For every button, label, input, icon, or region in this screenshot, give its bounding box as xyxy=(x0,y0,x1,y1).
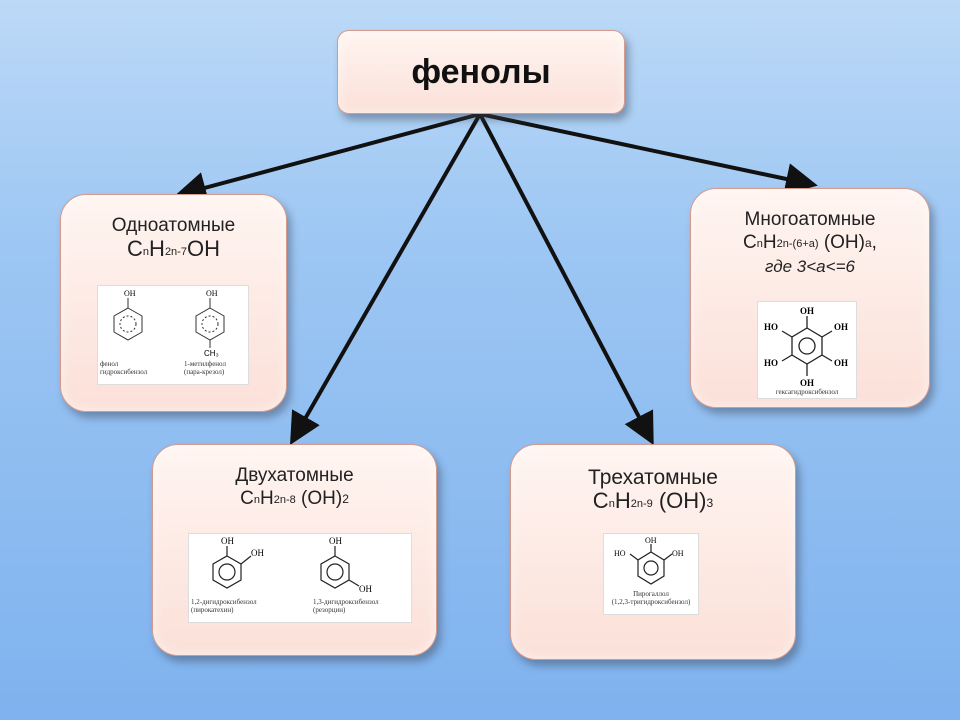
arrow-to-triatomic xyxy=(478,113,654,446)
group-label: OH xyxy=(645,536,657,545)
node-polyatomic: Многоатомные CnH2n-(6+a) (OH)a, где 3<a<… xyxy=(690,188,930,408)
arrow-to-diatomic xyxy=(290,113,482,445)
group-label: HO xyxy=(764,322,778,332)
node-diatomic: Двухатомные CnH2n-8 (OH)2 OH OH OH OH 1,… xyxy=(152,444,437,656)
formula-tail-sub: 2 xyxy=(342,492,349,506)
node-polyatomic-condition: где 3<a<=6 xyxy=(765,257,855,276)
arrow-to-polyatomic xyxy=(479,112,818,195)
formula-c: C xyxy=(127,236,143,261)
node-triatomic: Трехатомные CnH2n-9 (OH)3 HO OH OH Пирог… xyxy=(510,444,796,660)
molecule-caption: 1,3-дигидроксибензол (резорцин) xyxy=(313,598,379,614)
group-label: CH₃ xyxy=(204,349,219,358)
molecule-image-monoatomic: OH OH CH₃ фенол гидроксибензол 1-метилфе… xyxy=(97,285,249,385)
group-label: OH xyxy=(359,584,372,594)
formula-tail-sub: 3 xyxy=(706,496,714,510)
formula-n: n xyxy=(608,498,615,510)
formula-h-sub: 2n-9 xyxy=(630,498,653,510)
node-polyatomic-name: Многоатомные xyxy=(744,209,876,230)
node-diatomic-formula: CnH2n-8 (OH)2 xyxy=(153,487,436,513)
group-label: HO xyxy=(764,358,778,368)
formula-c: C xyxy=(743,232,757,253)
formula-h-sub: 2n-(6+a) xyxy=(776,238,819,250)
molecule-caption: фенол гидроксибензол xyxy=(100,360,148,376)
benzene-ring-icon: HO OH OH HO OH OH xyxy=(764,306,848,388)
formula-suffix: , xyxy=(871,232,877,253)
node-triatomic-formula: CnH2n-9 (OH)3 xyxy=(511,489,795,517)
molecule-caption: 1,2-дигидроксибензол (пирокатехин) xyxy=(191,598,257,614)
molecule-image-triatomic: HO OH OH Пирогаллол (1,2,3-тригидроксибе… xyxy=(603,533,699,615)
benzene-ring-icon: OH OH OH OH xyxy=(212,536,372,594)
molecule-caption: гексагидроксибензол xyxy=(775,388,839,396)
node-triatomic-name: Трехатомные xyxy=(588,466,718,489)
formula-tail: (OH) xyxy=(823,232,865,253)
node-monoatomic: Одноатомные CnH2n-7OH OH OH CH₃ фенол ги… xyxy=(60,194,287,412)
group-label: OH xyxy=(251,548,264,558)
formula-tail: OH xyxy=(186,236,220,261)
formula-tail: (OH) xyxy=(658,488,707,513)
benzene-ring-icon: OH OH CH₃ xyxy=(113,289,225,358)
group-label: OH xyxy=(221,536,234,546)
arrow-to-monoatomic xyxy=(174,112,481,204)
formula-h-sub: 2n-7 xyxy=(164,246,187,258)
formula-h: H xyxy=(149,236,165,261)
molecule-caption: 1-метилфенол (пара-крезол) xyxy=(184,360,226,376)
node-diatomic-name: Двухатомные xyxy=(235,465,354,486)
formula-tail-sub: a xyxy=(864,236,872,250)
root-node-phenols: фенолы xyxy=(337,30,625,114)
node-polyatomic-formula: CnH2n-(6+a) (OH)a, xyxy=(691,231,929,257)
formula-n: n xyxy=(756,238,763,250)
group-label: OH xyxy=(672,549,684,558)
group-label: HO xyxy=(614,549,626,558)
benzene-ring-icon: HO OH OH xyxy=(614,536,684,585)
group-label: OH xyxy=(329,536,342,546)
root-title: фенолы xyxy=(411,52,551,91)
group-label: OH xyxy=(834,358,848,368)
node-monoatomic-formula: CnH2n-7OH xyxy=(61,237,286,265)
formula-h: H xyxy=(259,488,274,509)
formula-n: n xyxy=(142,246,150,258)
formula-n: n xyxy=(253,494,260,506)
molecule-image-diatomic: OH OH OH OH 1,2-дигидроксибензол (пирока… xyxy=(188,533,412,623)
formula-c: C xyxy=(592,488,609,513)
formula-tail: (OH) xyxy=(301,488,343,509)
formula-c: C xyxy=(240,488,254,509)
group-label: OH xyxy=(800,378,814,388)
formula-h-sub: 2n-8 xyxy=(273,494,296,506)
group-label: OH xyxy=(800,306,814,316)
molecule-image-polyatomic: HO OH OH HO OH OH гексагидроксибензол xyxy=(757,301,857,399)
group-label: OH xyxy=(206,289,218,298)
group-label: OH xyxy=(124,289,136,298)
group-label: OH xyxy=(834,322,848,332)
formula-h: H xyxy=(614,488,631,513)
node-monoatomic-name: Одноатомные xyxy=(111,215,236,236)
formula-h: H xyxy=(762,232,777,253)
molecule-caption: Пирогаллол (1,2,3-тригидроксибензол) xyxy=(611,590,691,606)
